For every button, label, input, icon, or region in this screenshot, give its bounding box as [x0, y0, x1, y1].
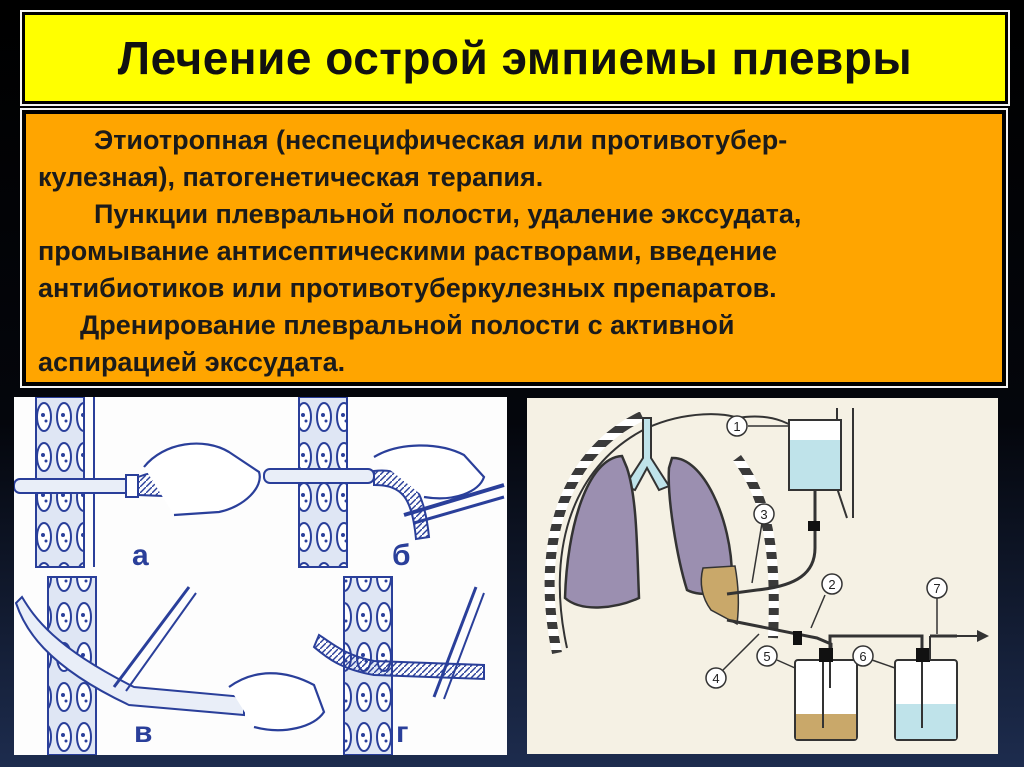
svg-text:7: 7: [933, 581, 940, 596]
svg-text:4: 4: [712, 671, 719, 686]
panel-label-v: в: [134, 716, 152, 749]
callout-4: 4: [705, 633, 760, 689]
drain-tube: [14, 595, 245, 717]
svg-text:2: 2: [828, 577, 835, 592]
text-line: Этиотропная (неспецифическая или противо…: [94, 125, 788, 155]
hand: [143, 442, 261, 517]
paragraph-puncture: Пункции плевральной полости, удаление эк…: [38, 196, 988, 307]
callout-2: 2: [810, 573, 843, 629]
trocar: [13, 478, 135, 494]
paragraph-drainage: Дренирование плевральной полости с актив…: [38, 307, 988, 381]
text-line: промывание антисептическими растворами, …: [38, 236, 777, 266]
left-lung: [563, 454, 641, 609]
cannula: [263, 468, 375, 484]
drainage-scheme-illustration: 1 2 3 4 5 6 7: [527, 398, 998, 754]
collected-exudate: [796, 714, 856, 739]
callout-6: 6: [852, 645, 896, 669]
outflow-tube: [726, 618, 833, 658]
arrow-head: [977, 630, 989, 642]
treatment-text-box: Этиотропная (неспецифическая или противо…: [22, 110, 1006, 386]
text-line: Пункции плевральной полости, удаление эк…: [94, 199, 802, 229]
lavage-fluid: [790, 440, 840, 489]
panel-b: б: [263, 396, 505, 572]
panel-v: в: [14, 576, 326, 756]
inflow-tube: [726, 518, 817, 596]
tube-clamp: [793, 631, 802, 645]
drain-insertion-svg: а б в г: [13, 396, 505, 756]
rib-cage-left: [544, 411, 645, 655]
tube-clamp: [808, 521, 820, 531]
drain-insertion-illustration: а б в г: [13, 396, 507, 756]
trachea: [623, 417, 671, 492]
hand: [373, 444, 486, 500]
hand: [228, 672, 326, 732]
callout-5: 5: [756, 645, 796, 669]
paragraph-etiotropic: Этиотропная (неспецифическая или противо…: [38, 122, 988, 196]
slide-title: Лечение острой эмпиемы плевры: [117, 32, 913, 84]
drainage-scheme-svg: 1 2 3 4 5 6 7: [544, 408, 989, 741]
panel-label-a: а: [132, 539, 149, 572]
panel-label-g: г: [396, 716, 409, 749]
chest-outline: [558, 413, 848, 649]
panel-a: а: [13, 396, 261, 572]
panel-label-b: б: [392, 539, 411, 572]
pleural-exudate: [700, 565, 740, 626]
callout-3: 3: [751, 503, 775, 584]
panel-g: г: [312, 576, 485, 756]
title-banner: Лечение острой эмпиемы плевры: [22, 12, 1008, 104]
svg-text:6: 6: [859, 649, 866, 664]
svg-text:3: 3: [760, 507, 767, 522]
drain-tube: [312, 633, 485, 681]
text-line: Дренирование плевральной полости с актив…: [80, 310, 735, 340]
water-seal-fluid: [896, 704, 956, 739]
svg-text:1: 1: [733, 419, 740, 434]
svg-text:5: 5: [763, 649, 770, 664]
text-line: аспирацией экссудата.: [38, 347, 346, 377]
rib-cage-right: [732, 455, 779, 639]
text-line: антибиотиков или противотуберкулезных пр…: [38, 273, 777, 303]
text-line: кулезная), патогенетическая терапия.: [38, 162, 544, 192]
callout-1: 1: [726, 415, 789, 437]
callout-7: 7: [926, 577, 948, 634]
